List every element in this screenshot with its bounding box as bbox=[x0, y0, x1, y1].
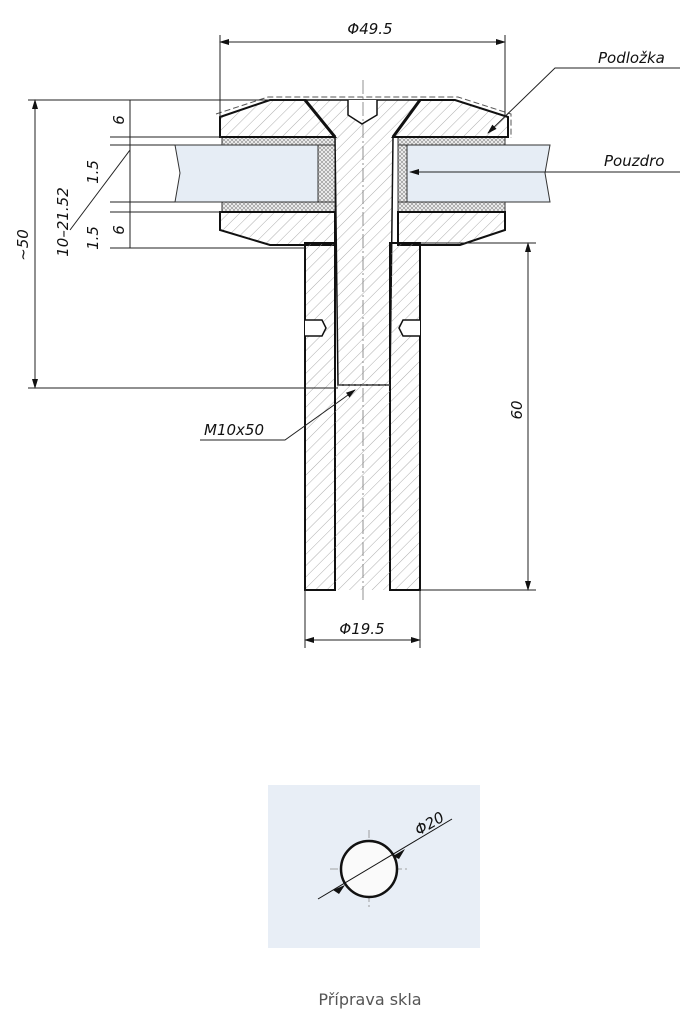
sleeve bbox=[304, 242, 421, 591]
dim-gasket-top: 1.5 bbox=[84, 160, 102, 184]
label-washer: Podložka bbox=[598, 49, 665, 67]
glass-prep-caption: Příprava skla bbox=[318, 990, 422, 1009]
dim-top-diameter: Φ49.5 bbox=[347, 20, 392, 38]
label-bushing: Pouzdro bbox=[604, 152, 664, 170]
dim-cap-top: 6 bbox=[110, 115, 128, 125]
dim-gasket-bottom: 1.5 bbox=[84, 226, 102, 250]
dim-sleeve-diameter: Φ19.5 bbox=[339, 620, 384, 638]
dimension-lines bbox=[28, 35, 680, 648]
dim-glass-range: 10–21.52 bbox=[54, 187, 72, 257]
dim-thread: M10x50 bbox=[204, 421, 264, 439]
bottom-cap bbox=[219, 211, 506, 246]
gasket bbox=[221, 136, 506, 213]
dim-cap-bottom: 6 bbox=[110, 225, 128, 235]
glass-prep-panel: Φ20 bbox=[268, 785, 480, 948]
dim-total-height: ~50 bbox=[14, 229, 32, 261]
dim-sleeve-length: 60 bbox=[508, 400, 526, 419]
